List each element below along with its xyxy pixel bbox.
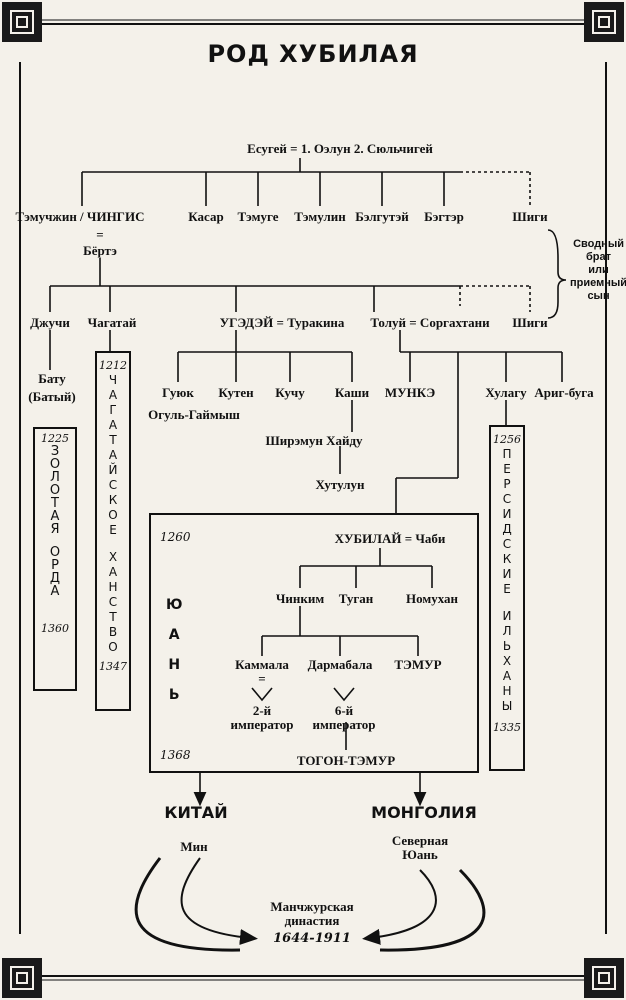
jochi-node: Джучи <box>30 315 70 330</box>
tolui-node: Толуй = Соргахтани <box>370 315 490 330</box>
shiremun-khaidu-node: Ширэмун Хайду <box>265 433 363 448</box>
belgutei-node: Бэлгутэй <box>355 209 409 224</box>
manchu-years: 1644-1911 <box>273 931 351 946</box>
chagatai-box <box>95 351 131 711</box>
kashi-node: Каши <box>334 385 370 400</box>
corner-ornament-bl <box>2 958 42 998</box>
nomuhan-node: Номухан <box>405 591 459 606</box>
togon-temur-node: ТОГОН-ТЭМУР <box>296 753 396 768</box>
golden-horde-box <box>33 427 77 691</box>
kuten-node: Кутен <box>218 385 254 400</box>
temulin-node: Тэмулин <box>294 209 346 224</box>
corner-ornament-br <box>584 958 624 998</box>
begter-node: Бэгтэр <box>424 209 464 224</box>
chagatai-node: Чагатай <box>87 315 137 330</box>
ilkhanate-box <box>489 425 525 771</box>
china-label: КИТАЙ <box>164 803 228 822</box>
shigi-node-top: Шиги <box>512 209 548 224</box>
page-title: РОД ХУБИЛАЯ <box>207 40 419 68</box>
kammala-node: Каммала <box>235 657 289 672</box>
arig-buga-node: Ариг-буга <box>534 385 594 400</box>
temuge-node: Тэмуге <box>237 209 279 224</box>
corner-ornament-tr <box>584 2 624 42</box>
borte-node: Бёртэ <box>83 243 117 258</box>
kasar-node: Касар <box>188 209 224 224</box>
batu-node: Бату <box>38 371 66 386</box>
tugan-node: Туган <box>338 591 374 606</box>
khutulun-node: Хутулун <box>315 477 365 492</box>
mongolia-arrow <box>362 869 437 945</box>
temur-node: ТЭМУР <box>394 657 442 672</box>
darmabala-node: Дармабала <box>307 657 373 672</box>
shigi-node: Шиги <box>512 315 548 330</box>
kubilai-node: ХУБИЛАЙ = Чаби <box>334 531 446 546</box>
ming-label: Мин <box>180 839 208 854</box>
ogul-node: Огуль-Гаймыш <box>148 407 240 422</box>
hulagu-node: Хулагу <box>485 385 527 400</box>
corner-ornament-tl <box>2 2 42 42</box>
china-arrow <box>180 857 258 945</box>
mongolia-label: МОНГОЛИЯ <box>371 803 477 822</box>
guyuk-node: Гуюк <box>162 385 194 400</box>
temujin-node: Тэмучжин / ЧИНГИС <box>15 209 145 224</box>
yuan-end-year: 1368 <box>160 748 191 762</box>
kammala-marriage-sign: = <box>258 671 266 686</box>
page-frame <box>19 23 607 977</box>
parents-node: Есугей = 1. Оэлун 2. Сюльчигей <box>247 141 433 156</box>
yuan-box <box>149 513 479 773</box>
chinkim-node: Чинким <box>275 591 325 606</box>
munke-node: МУНКЭ <box>384 385 436 400</box>
ogedei-node: УГЭДЭЙ = Туракина <box>219 315 345 330</box>
yuan-start-year: 1260 <box>160 530 191 544</box>
kuchu-node: Кучу <box>275 385 305 400</box>
batu-alt-node: (Батый) <box>28 389 76 404</box>
marriage-sign: = <box>96 227 104 242</box>
